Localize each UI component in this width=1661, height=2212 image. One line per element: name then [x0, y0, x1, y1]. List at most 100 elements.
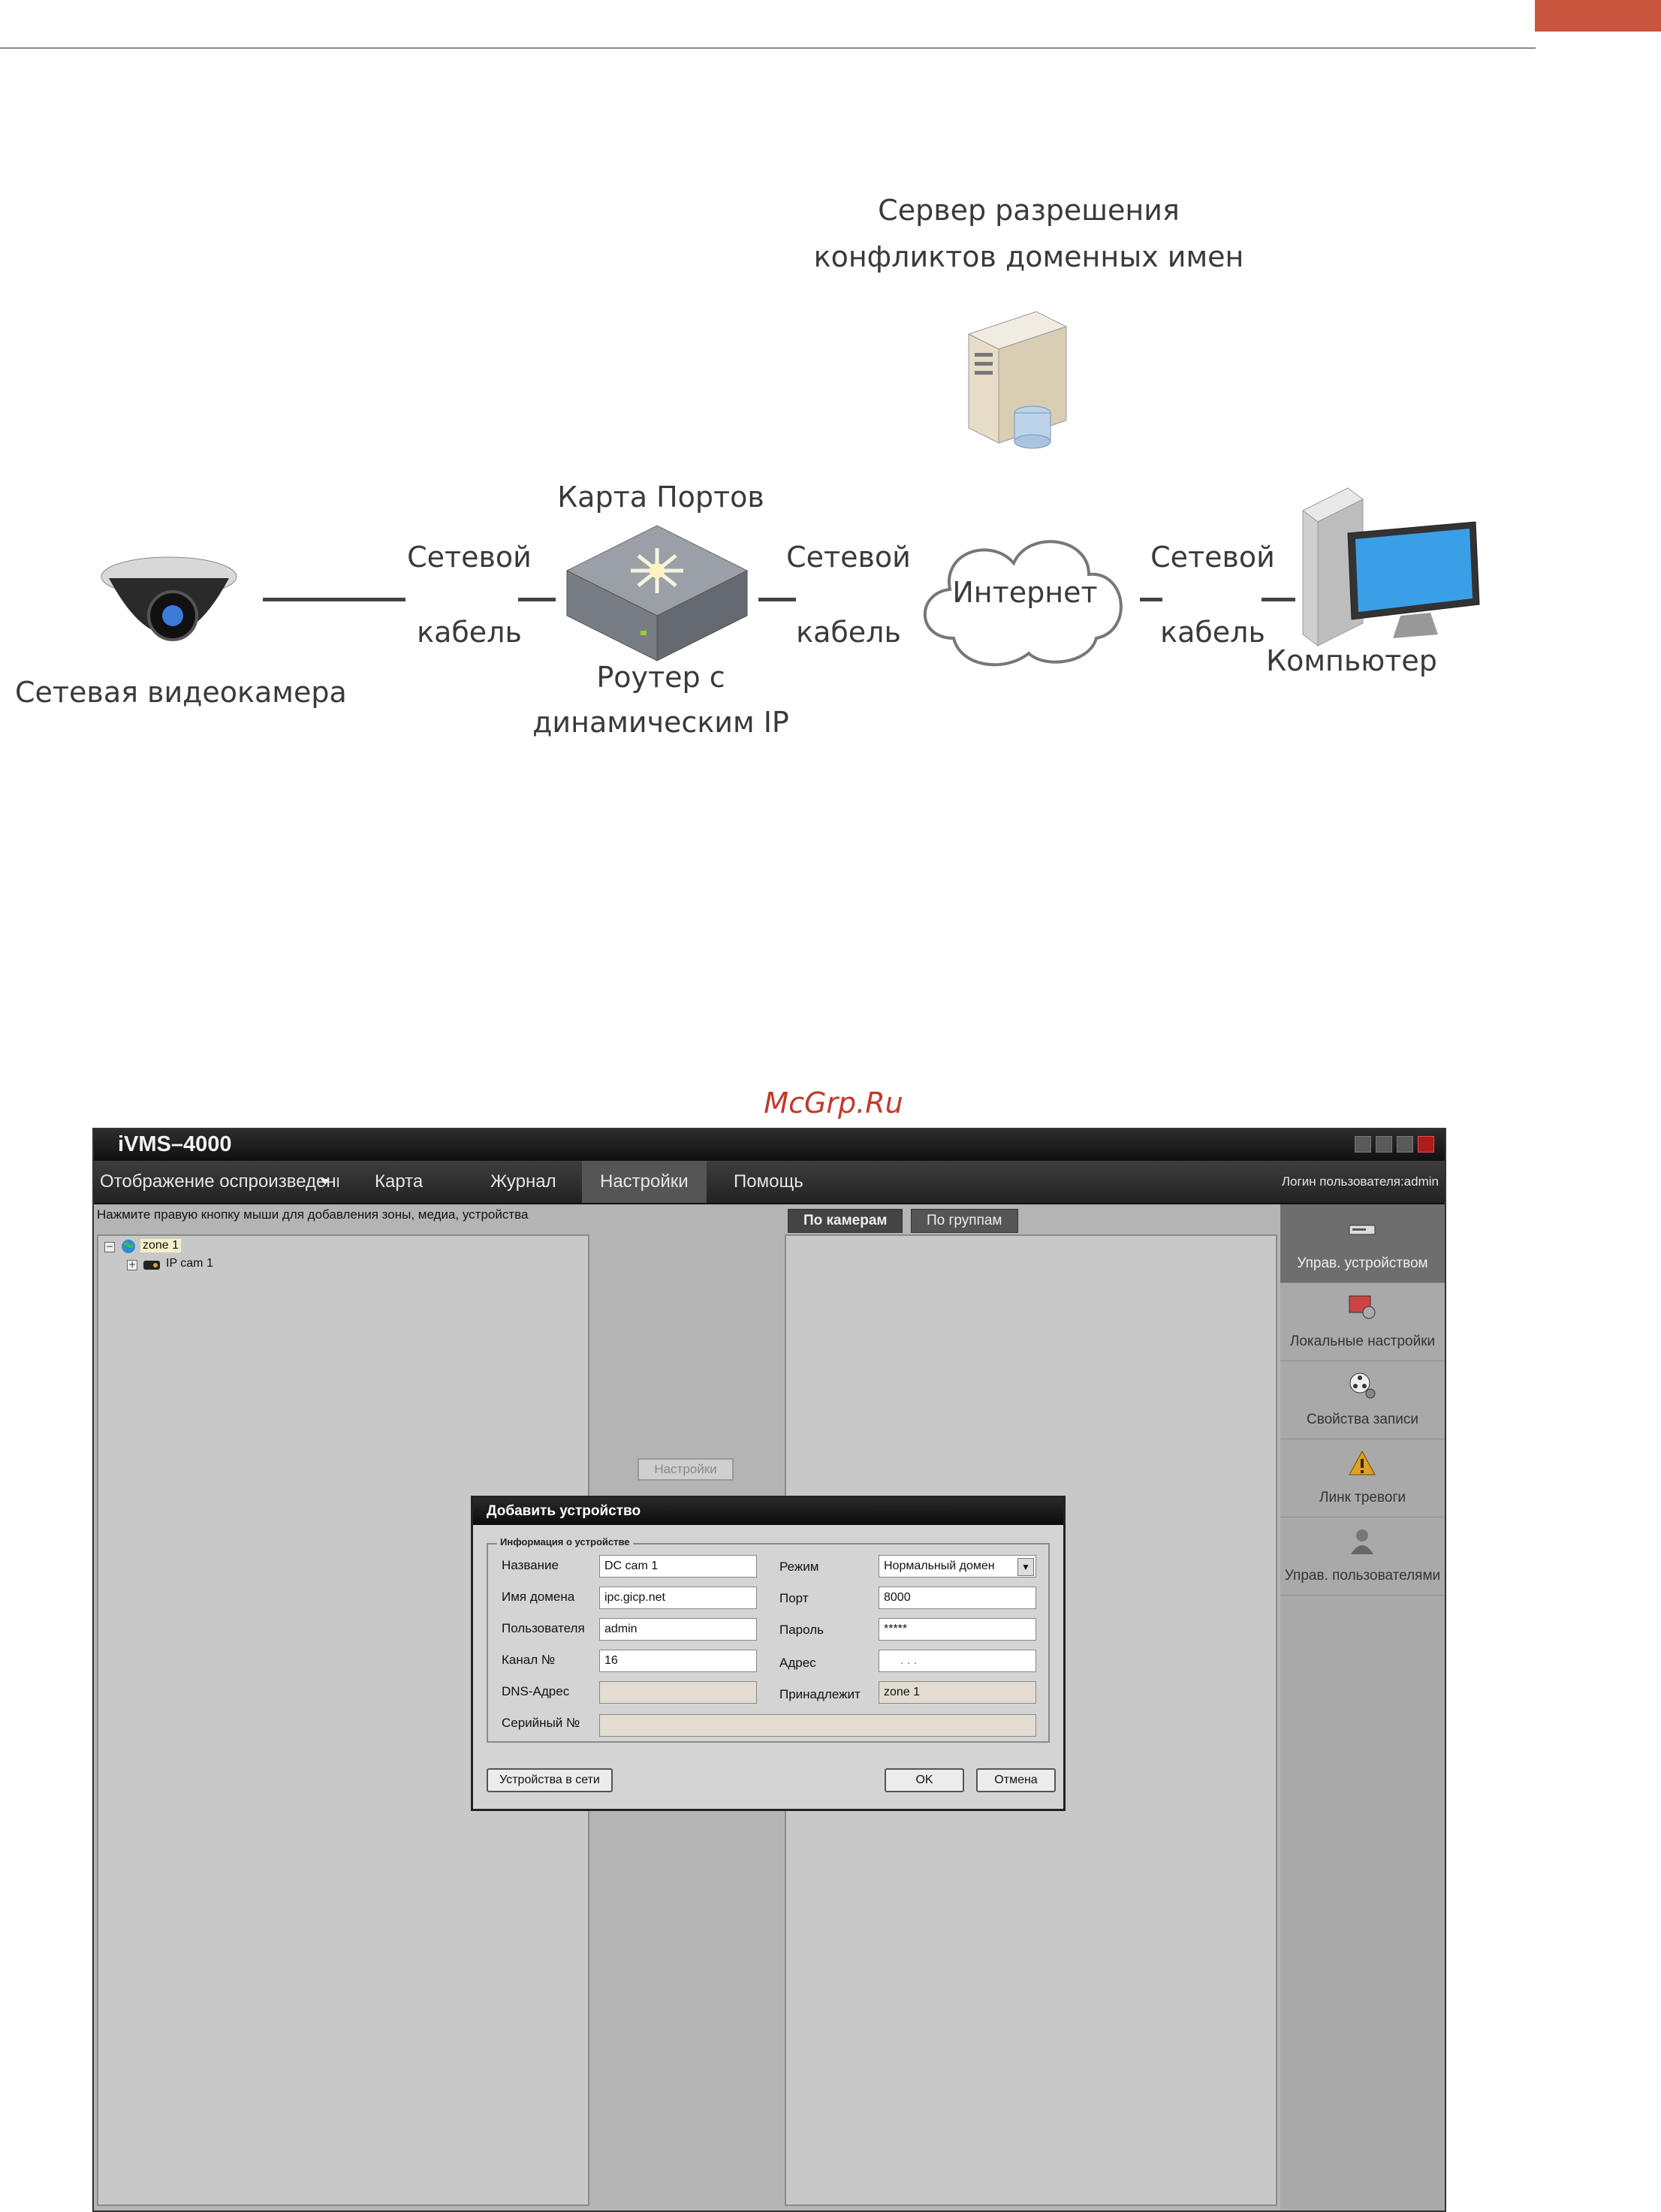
alarm-warning-icon — [1349, 1450, 1376, 1475]
sidebar-item-local-settings[interactable]: Локальные настройки — [1280, 1282, 1445, 1361]
chevron-down-icon[interactable] — [321, 1179, 330, 1185]
cancel-button[interactable]: Отмена — [976, 1768, 1056, 1792]
mode-value: Нормальный домен — [884, 1560, 995, 1572]
cable-right-bottom-label: кабель — [1160, 616, 1265, 649]
dns-field — [599, 1681, 757, 1704]
cloud-icon — [923, 540, 1123, 667]
channel-field[interactable]: 16 — [599, 1650, 757, 1672]
dropdown-arrow-icon[interactable]: ▼ — [1017, 1558, 1034, 1576]
close-button[interactable] — [1418, 1136, 1434, 1153]
tree-zone-item[interactable]: zone 1 — [140, 1239, 182, 1252]
page-top-rule — [0, 47, 1536, 49]
port-field[interactable]: 8000 — [879, 1587, 1036, 1609]
address-label: Адрес — [779, 1656, 816, 1670]
settings-button[interactable]: Настройки — [638, 1458, 734, 1481]
cable-left-top-label: Сетевой — [407, 541, 532, 574]
user-label: Пользователя — [502, 1621, 585, 1635]
menu-bar: Отображение оспроизведени Карта Журнал Н… — [94, 1161, 1445, 1204]
globe-icon — [122, 1240, 135, 1253]
device-info-group: Информация о устройстве Название DC cam … — [487, 1536, 1050, 1743]
domain-label: Имя домена — [502, 1590, 575, 1604]
record-properties-icon — [1349, 1373, 1376, 1399]
password-label: Пароль — [779, 1623, 824, 1637]
mode-label: Режим — [779, 1560, 819, 1574]
right-sidebar: Управ. устройством Локальные настройки С… — [1280, 1204, 1445, 2210]
name-label: Название — [502, 1558, 559, 1572]
title-bar: iVMS–4000 — [94, 1129, 1445, 1161]
router-icon — [565, 525, 749, 661]
menu-settings[interactable]: Настройки — [582, 1161, 707, 1203]
dns-label: DNS-Адрес — [502, 1684, 570, 1698]
cable-line — [758, 598, 796, 601]
sidebar-label: Локальные настройки — [1289, 1334, 1436, 1349]
add-device-dialog: Добавить устройство Информация о устройс… — [471, 1496, 1066, 1811]
device-manager-icon — [1349, 1225, 1376, 1235]
login-label: Логин пользователя:admin — [1281, 1174, 1439, 1189]
sidebar-label: Свойства записи — [1306, 1412, 1418, 1427]
tree-camera-item[interactable]: IP cam 1 — [166, 1257, 213, 1270]
port-label: Порт — [779, 1591, 809, 1605]
cable-line — [1140, 598, 1162, 601]
app-title: iVMS–4000 — [118, 1132, 232, 1156]
serial-label: Серийный № — [502, 1716, 580, 1730]
computer-icon — [1302, 487, 1480, 646]
server-icon — [967, 311, 1068, 449]
server-label-line2: конфликтов доменных имен — [813, 240, 1244, 273]
network-devices-button[interactable]: Устройства в сети — [487, 1768, 613, 1792]
menu-journal[interactable]: Журнал — [490, 1171, 556, 1192]
sidebar-label: Управ. пользователями — [1284, 1568, 1441, 1584]
internet-label: Интернет — [952, 576, 1098, 609]
hint-text: Нажмите правую кнопку мыши для добавлени… — [97, 1207, 529, 1222]
belongs-field: zone 1 — [879, 1681, 1036, 1704]
device-info-legend: Информация о устройстве — [497, 1536, 633, 1547]
router-label-line2: динамическим IP — [532, 706, 789, 739]
local-settings-icon — [1349, 1295, 1376, 1319]
cable-mid-top-label: Сетевой — [786, 541, 911, 574]
minimize-button[interactable] — [1397, 1136, 1413, 1153]
port-map-label: Карта Портов — [557, 481, 764, 514]
tab-by-group[interactable]: По группам — [911, 1209, 1018, 1233]
sidebar-item-record-properties[interactable]: Свойства записи — [1280, 1361, 1445, 1439]
cable-line — [1262, 598, 1295, 601]
cable-left-bottom-label: кабель — [417, 616, 522, 649]
cable-right-top-label: Сетевой — [1150, 541, 1275, 574]
sidebar-label: Линк тревоги — [1319, 1490, 1406, 1505]
sidebar-label: Управ. устройством — [1297, 1255, 1428, 1271]
sidebar-item-device-manager[interactable]: Управ. устройством — [1280, 1204, 1445, 1283]
computer-label: Компьютер — [1266, 644, 1437, 677]
mode-select[interactable]: Нормальный домен ▼ — [879, 1555, 1036, 1578]
camera-label: Сетевая видеокамера — [15, 676, 347, 709]
belongs-label: Принадлежит — [779, 1687, 861, 1701]
menu-map[interactable]: Карта — [375, 1171, 424, 1192]
collapse-icon[interactable]: − — [104, 1241, 115, 1252]
network-diagram: Сервер разрешения конфликтов доменных им… — [0, 150, 1536, 826]
sidebar-item-user-manager[interactable]: Управ. пользователями — [1280, 1517, 1445, 1596]
user-manager-icon — [1351, 1529, 1373, 1554]
ok-button[interactable]: OK — [885, 1768, 964, 1792]
sidebar-item-alarm-link[interactable]: Линк тревоги — [1280, 1439, 1445, 1517]
cable-line — [518, 598, 556, 601]
user-icon[interactable] — [1355, 1136, 1371, 1153]
domain-field[interactable]: ipc.gicp.net — [599, 1587, 757, 1609]
expand-icon[interactable]: + — [127, 1259, 137, 1270]
ivms-app-window: iVMS–4000 Отображение оспроизведени Карт… — [92, 1128, 1446, 2212]
page-corner-tab — [1535, 0, 1661, 32]
user-field[interactable]: admin — [599, 1618, 757, 1641]
channel-label: Канал № — [502, 1653, 556, 1667]
address-field[interactable]: . . . — [879, 1650, 1036, 1672]
name-field[interactable]: DC cam 1 — [599, 1555, 757, 1578]
cable-line — [263, 598, 405, 601]
dome-camera-icon — [101, 556, 237, 641]
server-label-line1: Сервер разрешения — [878, 194, 1180, 227]
dialog-title: Добавить устройство — [473, 1498, 1063, 1525]
cable-mid-bottom-label: кабель — [796, 616, 901, 649]
camera-icon — [143, 1261, 160, 1270]
tab-by-camera[interactable]: По камерам — [788, 1209, 903, 1233]
serial-field — [599, 1714, 1036, 1737]
watermark: McGrp.Ru — [764, 1086, 903, 1120]
password-field[interactable]: ***** — [879, 1618, 1036, 1641]
menu-help[interactable]: Помощь — [734, 1171, 803, 1192]
menu-display[interactable]: Отображение оспроизведени — [100, 1171, 339, 1192]
lock-icon[interactable] — [1376, 1136, 1392, 1153]
router-label-line1: Роутер с — [596, 661, 725, 694]
